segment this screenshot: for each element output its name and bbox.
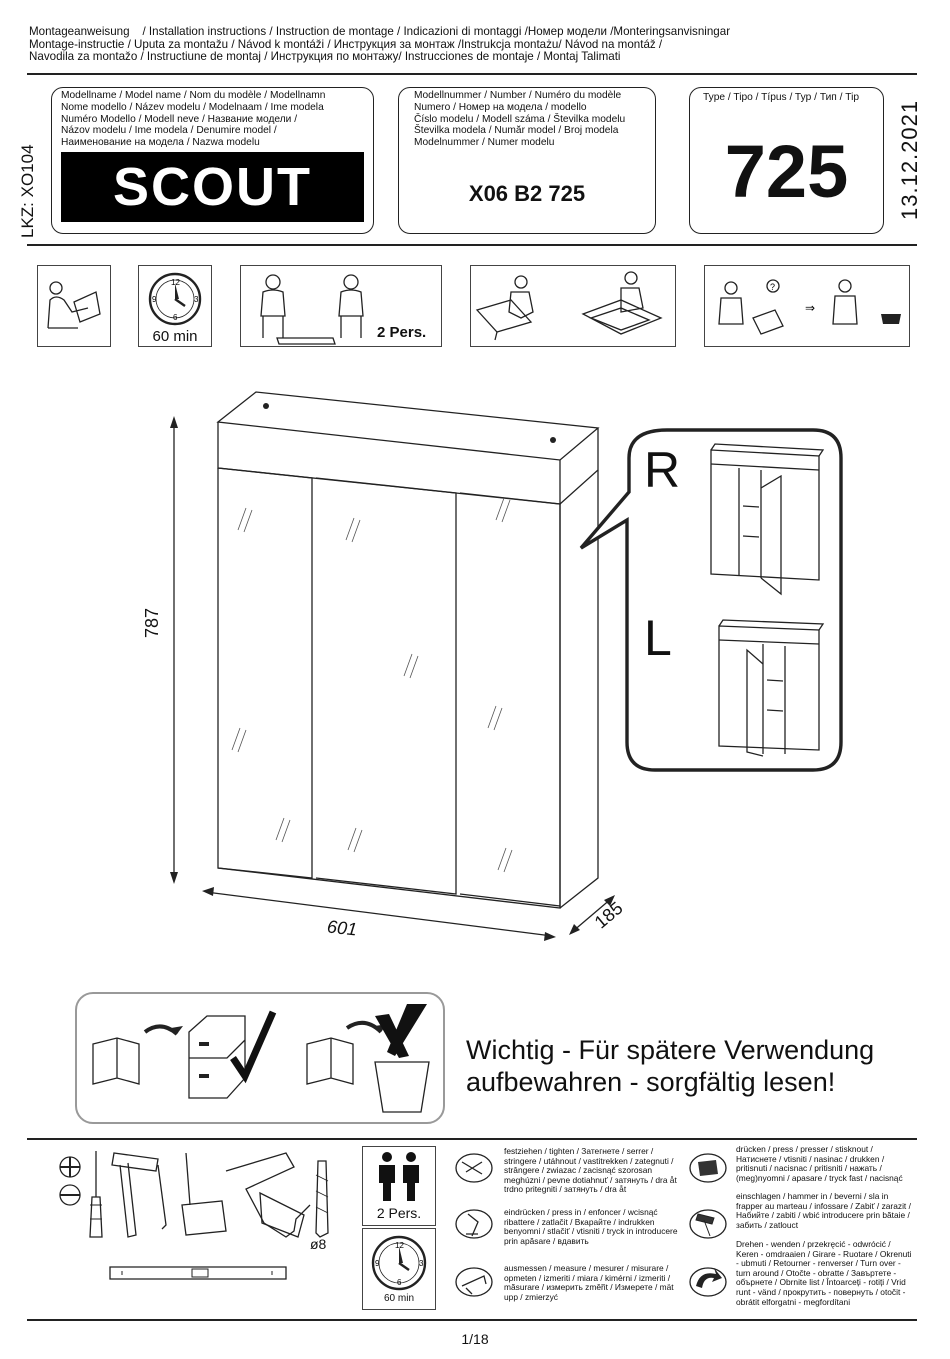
hammer-in-icon bbox=[689, 1209, 727, 1239]
pencil-icon bbox=[157, 1164, 167, 1230]
model-name: SCOUT bbox=[61, 152, 364, 222]
header-translations-1: / Installation instructions / Instructio… bbox=[142, 25, 731, 38]
door-middle bbox=[315, 477, 457, 895]
spirit-level-icon bbox=[109, 1266, 287, 1280]
legend-measure: ausmessen / measure / mesurer / misurare… bbox=[504, 1263, 674, 1302]
tools-top-rule bbox=[27, 1138, 917, 1140]
filing-cabinet-icon bbox=[188, 1015, 246, 1099]
important-note-line-2: aufbewahren - sorgfältig lesen! bbox=[466, 1067, 836, 1097]
cabinet-drawing bbox=[170, 391, 615, 941]
variant-right-cabinet bbox=[710, 443, 825, 596]
variant-left-cabinet bbox=[718, 619, 825, 757]
header-line-1: Montageanweisung / Installation instruct… bbox=[29, 25, 929, 39]
model-number-box: Modellnummer / Number / Numéro du modèle… bbox=[398, 87, 656, 234]
drill-size: ø8 bbox=[310, 1236, 327, 1252]
svg-text:6: 6 bbox=[173, 313, 178, 322]
svg-text:⇒: ⇒ bbox=[805, 301, 815, 315]
wall-plug-icon bbox=[181, 1152, 227, 1236]
small-clock-icon: 12 3 6 9 bbox=[371, 1235, 427, 1291]
two-persons-panel: 2 Pers. bbox=[240, 265, 442, 347]
reading-person-icon bbox=[47, 281, 101, 329]
important-note: Wichtig - Für spätere Verwendung aufbewa… bbox=[466, 1034, 874, 1098]
door-right bbox=[459, 492, 561, 907]
trash-bin-icon bbox=[374, 1061, 430, 1113]
floor-protection-panel bbox=[470, 265, 676, 347]
type-value: 725 bbox=[724, 130, 849, 213]
assembly-on-carpet-icon bbox=[475, 271, 663, 341]
tools-persons-panel: 2 Pers. bbox=[362, 1146, 436, 1226]
time-panel: 12 3 6 9 60 min bbox=[138, 265, 212, 347]
header-main-title: Montageanweisung bbox=[29, 25, 130, 38]
door-left bbox=[217, 467, 313, 879]
model-number: X06 B2 725 bbox=[468, 181, 586, 206]
checkmark-icon bbox=[230, 1010, 277, 1084]
svg-text:12: 12 bbox=[395, 1241, 404, 1250]
side-code: LKZ: XO104 bbox=[18, 144, 37, 238]
screwdriver-icon bbox=[89, 1151, 103, 1238]
important-note-line-1: Wichtig - Für spätere Verwendung bbox=[466, 1035, 875, 1065]
light-hole-left bbox=[263, 403, 269, 409]
model-name-box: Modellname / Model name / Nom du modèle … bbox=[51, 87, 374, 234]
variants-callout bbox=[579, 428, 843, 772]
tools-drawing bbox=[59, 1151, 329, 1280]
drill-bit-icon bbox=[315, 1160, 329, 1238]
tighten-icon bbox=[455, 1153, 493, 1183]
cabinet-top bbox=[216, 391, 600, 461]
width-dimension-line bbox=[205, 891, 553, 937]
width-value: 601 bbox=[326, 916, 359, 940]
drill-icon bbox=[225, 1152, 311, 1238]
footer-rule bbox=[27, 1319, 917, 1321]
header-line-3: Navodila za montažo / Instructiune de mo… bbox=[29, 50, 621, 64]
header-titles: Montageanweisung / Installation instruct… bbox=[29, 25, 929, 64]
legend-hammer: einschlagen / hammer in / beverni / sla … bbox=[736, 1191, 911, 1230]
title-rule bbox=[27, 244, 917, 246]
type-label: Type / Tipo / Típus / Typ / Тип / Tip bbox=[703, 92, 860, 103]
variant-l-label: L bbox=[644, 610, 672, 666]
cross-icon bbox=[375, 1004, 427, 1058]
clock-icon: 12 3 6 9 bbox=[148, 272, 202, 326]
cabinet-top-front bbox=[217, 422, 561, 505]
time-label: 60 min bbox=[152, 328, 198, 345]
measure-icon bbox=[455, 1267, 493, 1297]
svg-text:9: 9 bbox=[152, 295, 157, 304]
page-number: 1/18 bbox=[461, 1331, 489, 1347]
height-value: 787 bbox=[142, 607, 162, 638]
model-number-labels: Modellnummer / Number / Numéro du modèle… bbox=[414, 90, 626, 149]
svg-text:12: 12 bbox=[171, 278, 180, 287]
depth-dimension-line bbox=[571, 897, 613, 933]
press-in-icon bbox=[455, 1209, 493, 1239]
two-persons-icon bbox=[379, 1152, 419, 1201]
header-rule bbox=[27, 73, 917, 75]
mirror-reflections bbox=[231, 497, 513, 873]
press-icon bbox=[689, 1153, 727, 1183]
tools-time-panel: 12 3 6 9 60 min bbox=[362, 1228, 436, 1310]
read-instructions-panel bbox=[37, 265, 111, 347]
open-book-icon bbox=[92, 1037, 140, 1085]
legend-turn: Drehen - wenden / przekręcić - odwrócić … bbox=[736, 1239, 912, 1307]
tools-persons-label: 2 Pers. bbox=[376, 1205, 422, 1221]
svg-text:6: 6 bbox=[397, 1278, 402, 1287]
legend-press: drücken / press / presser / stisknout / … bbox=[736, 1144, 903, 1183]
svg-text:3: 3 bbox=[194, 295, 199, 304]
svg-text:?: ? bbox=[770, 282, 775, 292]
variant-r-label: R bbox=[644, 442, 681, 498]
legend-tighten: festziehen / tighten / Затегнете / serre… bbox=[504, 1146, 677, 1195]
turn-over-icon bbox=[689, 1267, 727, 1297]
two-workers-icon bbox=[260, 274, 364, 345]
contact-support-icon: ? ⇒ bbox=[718, 279, 901, 335]
hammer-icon bbox=[111, 1152, 159, 1238]
legend-press-in: eindrücken / press in / enfoncer / wcisn… bbox=[504, 1207, 678, 1246]
light-hole-right bbox=[550, 437, 556, 443]
document-date: 13.12.2021 bbox=[897, 99, 922, 220]
keep-vs-discard-icons bbox=[92, 1004, 430, 1113]
header-line-2: Montage-instructie / Uputa za montažu / … bbox=[29, 37, 663, 51]
svg-text:9: 9 bbox=[375, 1259, 380, 1268]
persons-label: 2 Pers. bbox=[377, 324, 427, 341]
model-name-labels: Modellname / Model name / Nom du modèle … bbox=[61, 90, 326, 149]
support-panel: ? ⇒ bbox=[704, 265, 910, 347]
tools-time-label: 60 min bbox=[383, 1293, 414, 1304]
svg-text:3: 3 bbox=[419, 1259, 424, 1268]
keep-instructions-panel bbox=[75, 992, 445, 1124]
type-box: Type / Tipo / Típus / Typ / Тип / Tip 72… bbox=[689, 87, 884, 234]
